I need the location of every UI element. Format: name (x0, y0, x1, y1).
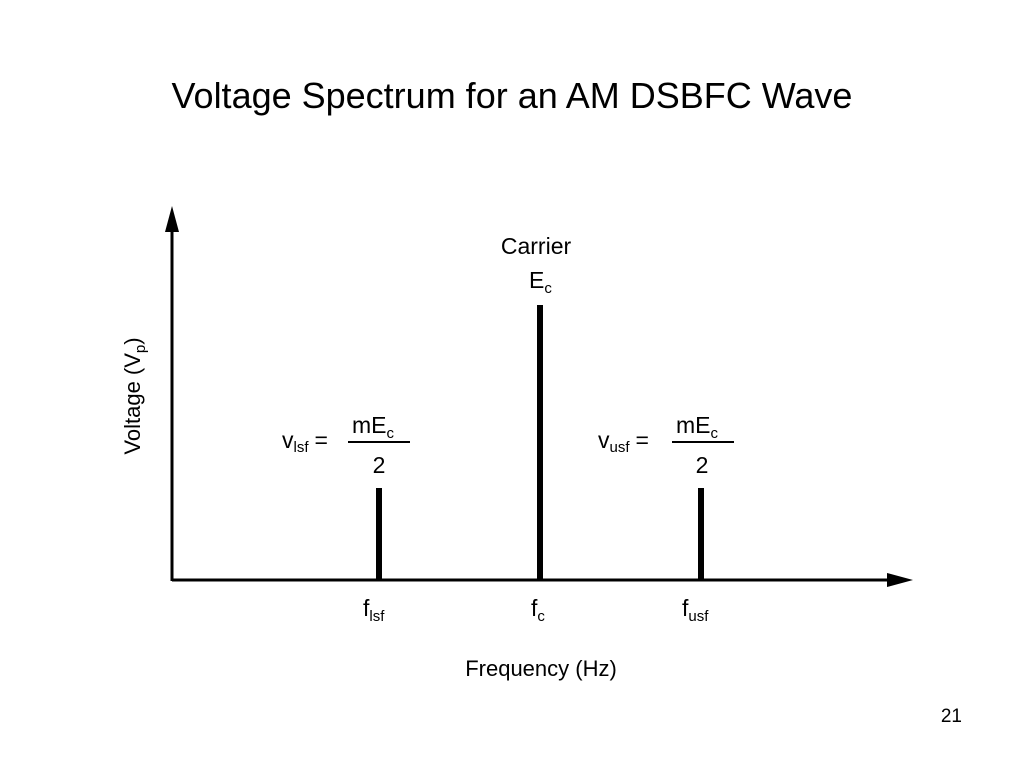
y-axis-label: Voltage (Vp) (120, 337, 149, 454)
carrier-frequency-label: fc (531, 595, 545, 625)
lower-sideband-formula: vlsf= mEc 2 (282, 412, 410, 478)
carrier-amplitude-label: Ec (529, 267, 552, 297)
svg-text:2: 2 (373, 452, 386, 478)
carrier-label: Carrier (501, 233, 572, 259)
slide-title: Voltage Spectrum for an AM DSBFC Wave (171, 75, 853, 116)
svg-text:vlsf=: vlsf= (282, 427, 328, 456)
svg-text:vusf=: vusf= (598, 427, 649, 456)
y-axis-arrowhead (165, 206, 179, 232)
upper-sideband-formula: vusf= mEc 2 (598, 412, 734, 478)
svg-text:2: 2 (696, 452, 709, 478)
page-number: 21 (940, 706, 962, 727)
x-axis-label: Frequency (Hz) (465, 656, 617, 681)
svg-text:mEc: mEc (352, 412, 395, 442)
x-axis-arrowhead (887, 573, 913, 587)
svg-text:mEc: mEc (676, 412, 719, 442)
upper-sideband-frequency-label: fusf (682, 595, 709, 625)
lower-sideband-frequency-label: flsf (363, 595, 385, 625)
